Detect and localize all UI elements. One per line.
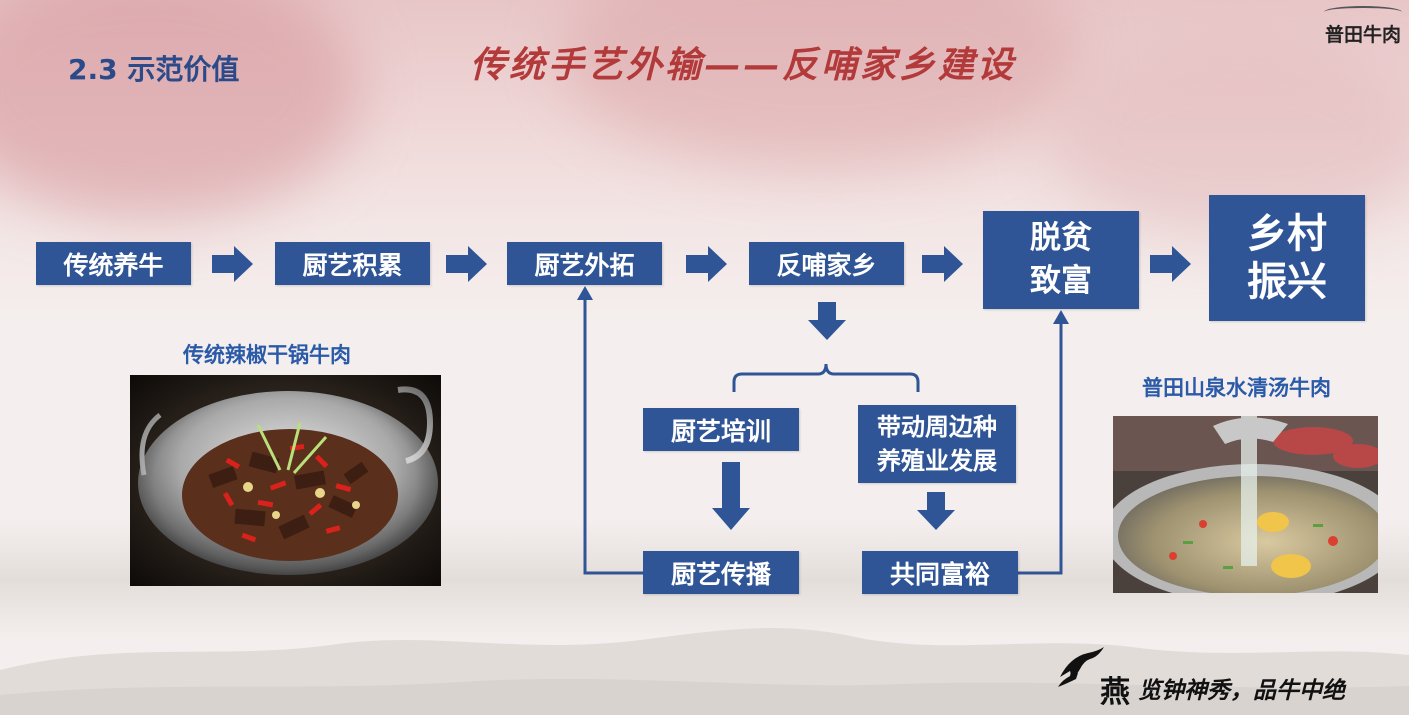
left-dish-photo (130, 375, 441, 586)
box-rural-revitalization: 乡村 振兴 (1209, 195, 1365, 321)
arrow-right-icon (212, 246, 253, 282)
clear-soup-beef-image (1113, 416, 1378, 593)
box-traditional-cattle: 传统养牛 (36, 242, 191, 285)
logo-text: 普田牛肉 (1324, 24, 1401, 46)
swallow-icon (1058, 647, 1104, 687)
box-line: 脱贫 (1030, 220, 1092, 256)
logo-arc-icon (1324, 6, 1402, 18)
right-dish-caption: 普田山泉水清汤牛肉 (1142, 376, 1331, 400)
arrow-down-icon (712, 462, 750, 530)
slogan-text: 览钟神秀，品牛中绝 (1138, 677, 1345, 704)
left-dish-caption: 传统辣椒干锅牛肉 (183, 343, 351, 367)
box-cooking-training: 厨艺培训 (643, 408, 799, 451)
box-line: 振兴 (1247, 259, 1327, 305)
box-line: 乡村 (1247, 211, 1327, 257)
box-line: 带动周边种 (877, 413, 997, 441)
right-dish-photo (1113, 416, 1378, 593)
arrow-right-icon (686, 246, 727, 282)
box-line: 致富 (1030, 263, 1092, 299)
mountain-silhouette (0, 628, 1409, 715)
box-drive-breeding: 带动周边种 养殖业发展 (858, 405, 1016, 483)
box-cooking-accumulation: 厨艺积累 (275, 242, 430, 285)
slide-title: 传统手艺外输——反哺家乡建设 (470, 44, 1017, 86)
arrow-down-icon (808, 302, 846, 340)
box-feedback-hometown: 反哺家乡 (749, 242, 904, 285)
brand-logo: 普田牛肉 (1318, 6, 1408, 47)
arrow-down-icon (917, 492, 955, 530)
slogan: 燕 览钟神秀，品牛中绝 (1058, 647, 1408, 713)
box-cooking-expansion: 厨艺外拓 (507, 242, 662, 285)
dry-pot-beef-image (130, 375, 441, 586)
box-line: 养殖业发展 (877, 447, 997, 475)
arrow-right-icon (922, 246, 963, 282)
section-title: 2.3 示范价值 (68, 53, 240, 86)
box-cooking-spread: 厨艺传播 (643, 551, 799, 594)
swallow-char: 燕 (1100, 675, 1130, 710)
box-poverty-alleviation: 脱贫 致富 (983, 211, 1139, 309)
arrow-right-icon (446, 246, 487, 282)
arrow-right-icon (1150, 246, 1191, 282)
box-common-prosperity: 共同富裕 (862, 551, 1018, 594)
